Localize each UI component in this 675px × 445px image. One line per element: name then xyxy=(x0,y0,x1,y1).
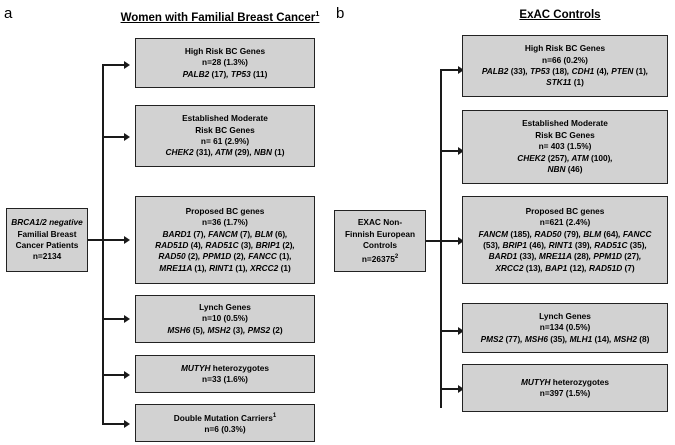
connector-b-stem xyxy=(426,240,442,242)
node-b-4-heading: Lynch Genes xyxy=(539,310,591,321)
node-b-2-count: n= 403 (1.5%) xyxy=(538,141,592,152)
node-a-6-heading: Double Mutation Carriers1 xyxy=(173,412,277,423)
connector-a-arrow-5 xyxy=(124,371,130,379)
node-b-established-moderate-risk-bc-genes: Established Moderate Risk BC Genes n= 40… xyxy=(462,110,668,184)
connector-a-branch-4 xyxy=(102,318,124,320)
connector-b-arrow-2 xyxy=(458,147,464,155)
node-a-3-genes-4: MRE11A (1), RINT1 (1), XRCC2 (1) xyxy=(159,262,291,273)
node-b-1-genes-1: PALB2 (33), TP53 (18), CDH1 (4), PTEN (1… xyxy=(481,66,649,76)
node-a-2-count: n= 61 (2.9%) xyxy=(200,136,250,146)
node-a-2-heading-1: Established Moderate xyxy=(182,113,268,124)
node-a-double-mutation-carriers: Double Mutation Carriers1 n=6 (0.3%) xyxy=(135,404,315,442)
node-a-1-genes-1: PALB2 (17), TP53 (11) xyxy=(182,68,268,79)
panel-title-a: Women with Familial Breast Cancer1 xyxy=(110,10,330,24)
panel-title-a-text: Women with Familial Breast Cancer xyxy=(120,11,316,24)
connector-b-arrow-4 xyxy=(458,327,464,335)
node-b-3-heading: Proposed BC genes xyxy=(525,205,605,216)
connector-b-branch-2 xyxy=(440,150,458,152)
node-a-proposed-bc-genes: Proposed BC genes n=36 (1.7%) BARD1 (7),… xyxy=(135,196,315,284)
node-a-3-count: n=36 (1.7%) xyxy=(202,217,248,228)
node-a-6-count: n=6 (0.3%) xyxy=(204,423,246,434)
node-b-3-genes-2: (53), BRIP1 (46), RINT1 (39), RAD51C (35… xyxy=(483,240,647,250)
node-a-high-risk-bc-genes: High Risk BC Genes n=28 (1.3%) PALB2 (17… xyxy=(135,38,315,88)
source-b-line-4: n=263752 xyxy=(361,253,399,264)
node-b-1-count: n=66 (0.2%) xyxy=(542,54,588,65)
connector-b-arrow-1 xyxy=(458,66,464,74)
node-a-3-heading: Proposed BC genes xyxy=(185,205,265,216)
node-b-3-count: n=621 (2.4%) xyxy=(539,217,591,228)
node-a-established-moderate-risk-bc-genes: Established Moderate Risk BC Genes n= 61… xyxy=(135,105,315,167)
node-b-1-genes-2: STK11 (1) xyxy=(546,77,584,88)
source-b-line-1: EXAC Non- xyxy=(357,217,403,228)
connector-a-branch-3 xyxy=(102,239,124,241)
node-a-4-genes-1: MSH6 (5), MSH2 (3), PMS2 (2) xyxy=(167,324,283,335)
source-node-b: EXAC Non- Finnish European Controls n=26… xyxy=(334,210,426,272)
connector-b-branch-3 xyxy=(440,240,458,242)
connector-a-branch-1 xyxy=(102,64,124,66)
connector-a-arrow-6 xyxy=(124,420,130,428)
node-a-1-heading: High Risk BC Genes xyxy=(184,45,266,56)
source-b-line-3: Controls xyxy=(362,240,398,251)
node-a-3-genes-3: RAD50 (2), PPM1D (2), FANCC (1), xyxy=(158,251,292,262)
node-b-5-count: n=397 (1.5%) xyxy=(539,388,591,398)
node-a-3-genes-2: RAD51D (4), RAD51C (3), BRIP1 (2), xyxy=(155,240,295,250)
node-b-proposed-bc-genes: Proposed BC genes n=621 (2.4%) FANCM (18… xyxy=(462,196,668,284)
node-b-4-genes-1: PMS2 (77), MSH6 (35), MLH1 (14), MSH2 (8… xyxy=(480,333,650,344)
panel-title-b: ExAC Controls xyxy=(450,9,670,22)
connector-a-branch-2 xyxy=(102,136,124,138)
connector-b-branch-1 xyxy=(440,69,458,71)
node-b-3-genes-1: FANCM (185), RAD50 (79), BLM (64), FANCC xyxy=(478,228,652,239)
node-b-4-count: n=134 (0.5%) xyxy=(539,322,591,333)
node-b-3-genes-3: BARD1 (33), MRE11A (28), PPM1D (27), xyxy=(488,251,642,262)
node-a-2-heading-2: Risk BC Genes xyxy=(195,124,255,135)
node-a-mutyh-heterozygotes: MUTYH heterozygotes n=33 (1.6%) xyxy=(135,355,315,393)
node-a-3-genes-1: BARD1 (7), FANCM (7), BLM (6), xyxy=(162,228,288,239)
panel-label-a: a xyxy=(4,5,13,22)
node-b-2-genes-2: NBN (46) xyxy=(547,164,583,175)
connector-b-trunk xyxy=(440,70,442,408)
connector-a-arrow-3 xyxy=(124,236,130,244)
source-node-a: BRCA1/2 negative Familial Breast Cancer … xyxy=(6,208,88,272)
connector-b-arrow-5 xyxy=(458,385,464,393)
panel-label-b: b xyxy=(336,5,345,22)
node-a-1-count: n=28 (1.3%) xyxy=(202,57,248,68)
connector-b-branch-5 xyxy=(440,388,458,390)
node-b-1-heading: High Risk BC Genes xyxy=(524,43,606,54)
node-a-lynch-genes: Lynch Genes n=10 (0.5%) MSH6 (5), MSH2 (… xyxy=(135,295,315,343)
connector-b-arrow-3 xyxy=(458,237,464,245)
connector-b-branch-4 xyxy=(440,330,458,332)
node-a-5-heading: MUTYH heterozygotes xyxy=(180,362,270,373)
node-b-3-genes-4: XRCC2 (13), BAP1 (12), RAD51D (7) xyxy=(495,262,635,273)
connector-a-branch-5 xyxy=(102,374,124,376)
node-a-2-genes-1: CHEK2 (31), ATM (29), NBN (1) xyxy=(165,147,285,158)
connector-a-stem xyxy=(88,239,104,241)
panel-title-b-text: ExAC Controls xyxy=(519,9,601,21)
connector-a-arrow-4 xyxy=(124,315,130,323)
source-a-line-3: Cancer Patients xyxy=(15,240,79,250)
node-b-lynch-genes: Lynch Genes n=134 (0.5%) PMS2 (77), MSH6… xyxy=(462,303,668,353)
node-b-high-risk-bc-genes: High Risk BC Genes n=66 (0.2%) PALB2 (33… xyxy=(462,35,668,97)
connector-a-branch-6 xyxy=(102,423,124,425)
panel-title-a-superscript: 1 xyxy=(315,9,320,18)
node-a-5-count: n=33 (1.6%) xyxy=(202,374,248,384)
source-b-line-2: Finnish European xyxy=(344,228,416,239)
node-b-5-heading: MUTYH heterozygotes xyxy=(520,376,610,387)
connector-a-trunk xyxy=(102,65,104,425)
connector-a-arrow-2 xyxy=(124,133,130,141)
node-a-4-count: n=10 (0.5%) xyxy=(202,313,248,324)
node-b-mutyh-heterozygotes: MUTYH heterozygotes n=397 (1.5%) xyxy=(462,364,668,412)
source-a-line-2: Familial Breast xyxy=(17,228,77,239)
node-b-2-heading-1: Established Moderate xyxy=(522,118,608,129)
source-a-line-4: n=2134 xyxy=(32,251,62,262)
node-b-2-genes-1: CHEK2 (257), ATM (100), xyxy=(517,152,613,163)
source-a-line-1: BRCA1/2 negative xyxy=(11,217,83,228)
node-a-4-heading: Lynch Genes xyxy=(199,301,251,312)
node-b-2-heading-2: Risk BC Genes xyxy=(535,129,595,140)
connector-a-arrow-1 xyxy=(124,61,130,69)
